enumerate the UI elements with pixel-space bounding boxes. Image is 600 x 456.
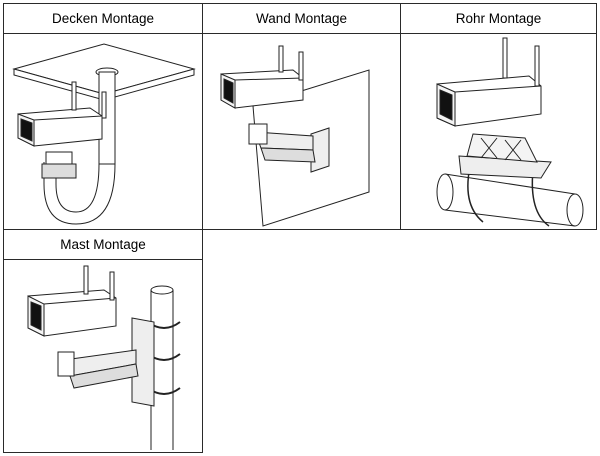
mount-title: Mast Montage bbox=[4, 230, 202, 260]
mount-title: Rohr Montage bbox=[401, 4, 596, 34]
wall-mount-illustration bbox=[203, 34, 400, 229]
mast-mount-illustration bbox=[4, 260, 202, 452]
mount-panel-ceiling: Decken Montage bbox=[3, 3, 203, 230]
ceiling-mount-illustration bbox=[4, 34, 202, 229]
mount-title: Decken Montage bbox=[4, 4, 202, 34]
pipe-mount-illustration bbox=[401, 34, 596, 229]
mount-panel-mast: Mast Montage bbox=[3, 229, 203, 453]
mount-title: Wand Montage bbox=[203, 4, 400, 34]
mount-panel-wall: Wand Montage bbox=[202, 3, 401, 230]
mount-panel-pipe: Rohr Montage bbox=[400, 3, 597, 230]
